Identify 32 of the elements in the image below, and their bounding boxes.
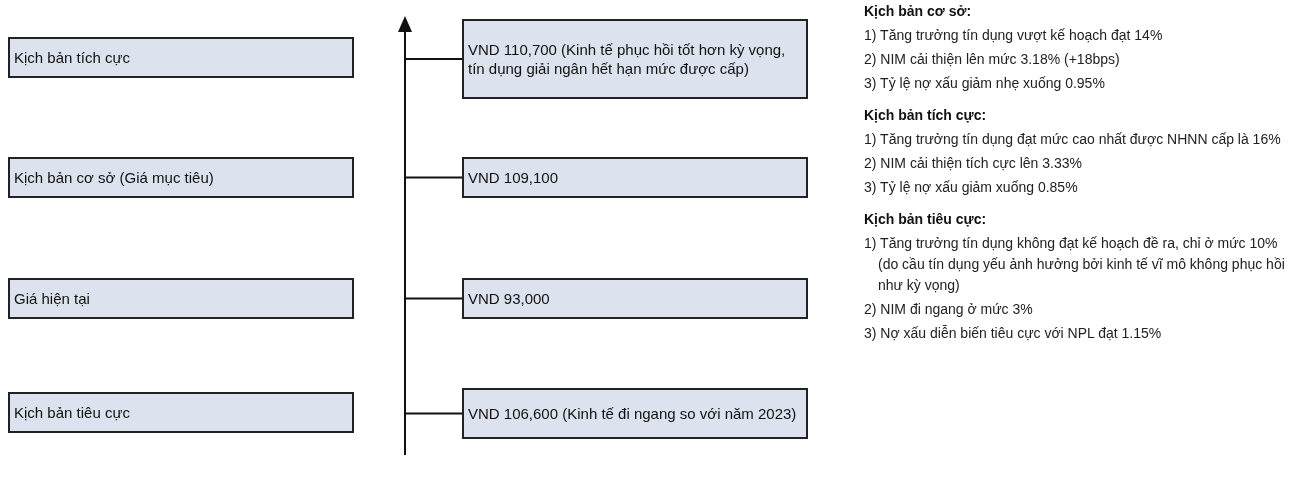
box-text: Kịch bản tiêu cực [14,403,130,422]
scenario-box [8,278,354,319]
scenario-box [462,157,808,198]
box-text: Giá hiện tại [14,289,90,308]
list-item: 1) Tăng trưởng tín dụng vượt kế hoạch đạt 14% [864,26,1164,45]
scenario-box [462,278,808,319]
box-text: VND 109,100 [468,168,559,187]
connector-line [405,176,463,179]
list-item: 3) Tỷ lệ nợ xấu giảm nhẹ xuống 0.95% [864,74,1106,93]
connector-line [405,412,463,415]
section-heading: Kịch bản cơ sở: [864,2,973,21]
connector-line [405,58,463,60]
section-heading: Kịch bản tiêu cực: [864,210,988,229]
box-text: Kịch bản cơ sở (Giá mục tiêu) [14,168,214,187]
section-heading: Kịch bản tích cực: [864,106,988,125]
box-text: VND 93,000 [468,289,550,308]
list-item: 2) NIM cải thiện lên mức 3.18% (+18bps) [864,50,1121,69]
box-text: VND 106,600 (Kinh tế đi ngang so với năm 2023) [468,404,797,423]
scenario-box [8,37,354,78]
scenario-box [462,388,808,439]
box-text: VND 110,700 (Kinh tế phục hồi tốt hơn kỳ vọng, tín dụng giải ngân hết hạn mức được cấp) [468,40,787,78]
connector-line [405,297,463,300]
scenario-box [8,157,354,198]
list-item: 2) NIM đi ngang ở mức 3% [864,300,1034,319]
list-item: 1) Tăng trưởng tín dụng đạt mức cao nhất được NHNN cấp là 16% [864,130,1282,149]
list-item: 3) Nợ xấu diễn biến tiêu cực với NPL đạt 1.15% [864,324,1163,343]
list-item: 1) Tăng trưởng tín dụng không đạt kế hoạch đề ra, chỉ ở mức 10% (do cầu tín dụng yếu ảnh hưởng bởi kinh tế vĩ mô không phục hồi như kỳ vọng) [864,234,1286,295]
scenario-box [8,392,354,433]
box-text: Kịch bản tích cực [14,48,130,67]
scenario-box [462,19,808,99]
list-item: 3) Tỷ lệ nợ xấu giảm xuống 0.85% [864,178,1079,197]
list-item: 2) NIM cải thiện tích cực lên 3.33% [864,154,1083,173]
